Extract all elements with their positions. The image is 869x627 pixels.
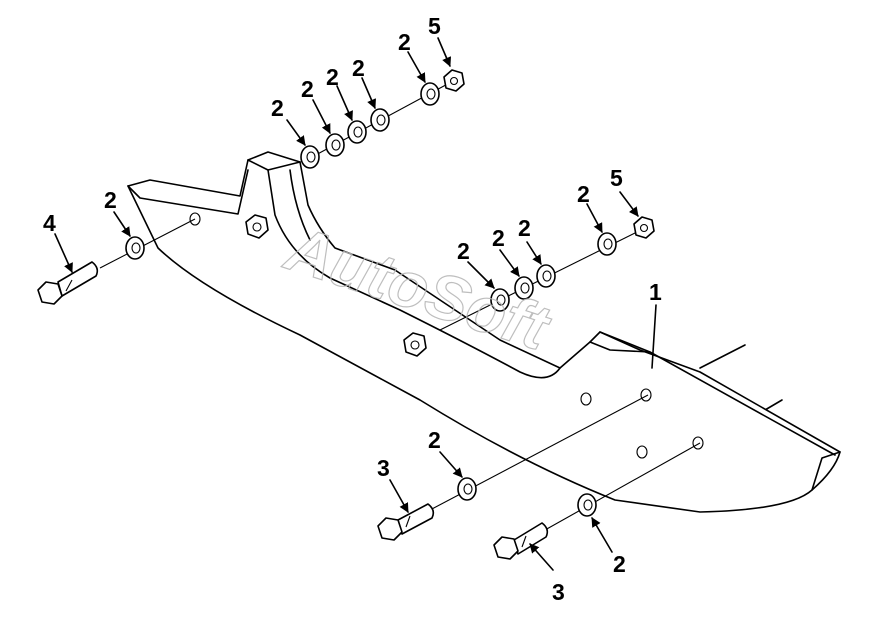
ridge-line [289, 169, 311, 241]
right-end-face [811, 451, 841, 491]
left-bolt-assembly [37, 218, 196, 305]
callout-beam: 1 [649, 279, 662, 305]
callout-washer: 2 [577, 181, 590, 207]
callout-nut: 5 [428, 13, 441, 39]
callout-washer: 2 [492, 225, 505, 251]
mounted-nut [245, 214, 269, 239]
callout-washer: 2 [301, 76, 314, 102]
hex-nut [443, 69, 465, 92]
washer [514, 276, 534, 300]
callout-washer: 2 [518, 215, 531, 241]
beam-part-1 [127, 151, 841, 513]
washer [370, 108, 390, 132]
callout-washer: 2 [271, 95, 284, 121]
callout-bolt: 4 [43, 210, 56, 236]
leader-arrows [54, 37, 657, 571]
washer [125, 236, 145, 260]
washer [597, 232, 617, 256]
middle-fastener-stack [439, 216, 655, 331]
lower-bolt-assembly-left [377, 394, 649, 541]
bolt [493, 522, 549, 560]
mounted-nut [403, 332, 427, 357]
hole [692, 436, 704, 450]
washer [457, 477, 477, 501]
callout-nut: 5 [610, 165, 623, 191]
left-flange-edge [127, 169, 249, 215]
callout-bolt: 3 [377, 455, 390, 481]
lower-bolt-assembly-right [493, 442, 701, 560]
right-notch [589, 341, 651, 353]
callout-labels: 2 2 2 2 2 5 4 2 2 2 2 2 5 1 3 2 3 2 [43, 13, 662, 605]
left-axis-line [99, 218, 196, 269]
upper-fastener-stack [300, 69, 465, 169]
washer [325, 133, 345, 157]
lower-right-axis-line [544, 442, 701, 531]
callout-washer: 2 [352, 55, 365, 81]
washer [300, 145, 320, 169]
hole [580, 392, 592, 406]
callout-washer: 2 [104, 187, 117, 213]
callout-bolt: 3 [552, 579, 565, 605]
hole [636, 445, 648, 459]
washer [347, 120, 367, 144]
callout-washer: 2 [457, 238, 470, 264]
washer [490, 288, 510, 312]
beam-inner-edge [267, 169, 561, 379]
hole [640, 388, 652, 402]
washer [536, 264, 556, 288]
rear-rod-bottom [764, 399, 783, 411]
washer [577, 493, 597, 517]
callout-washer: 2 [326, 64, 339, 90]
rear-rod-top [699, 344, 746, 369]
callout-washer: 2 [613, 551, 626, 577]
callout-washer: 2 [428, 427, 441, 453]
bolt [37, 261, 99, 305]
callout-washer: 2 [398, 29, 411, 55]
washer [420, 82, 440, 106]
hex-nut [633, 216, 655, 239]
bolt [377, 503, 435, 541]
hole [189, 212, 201, 226]
